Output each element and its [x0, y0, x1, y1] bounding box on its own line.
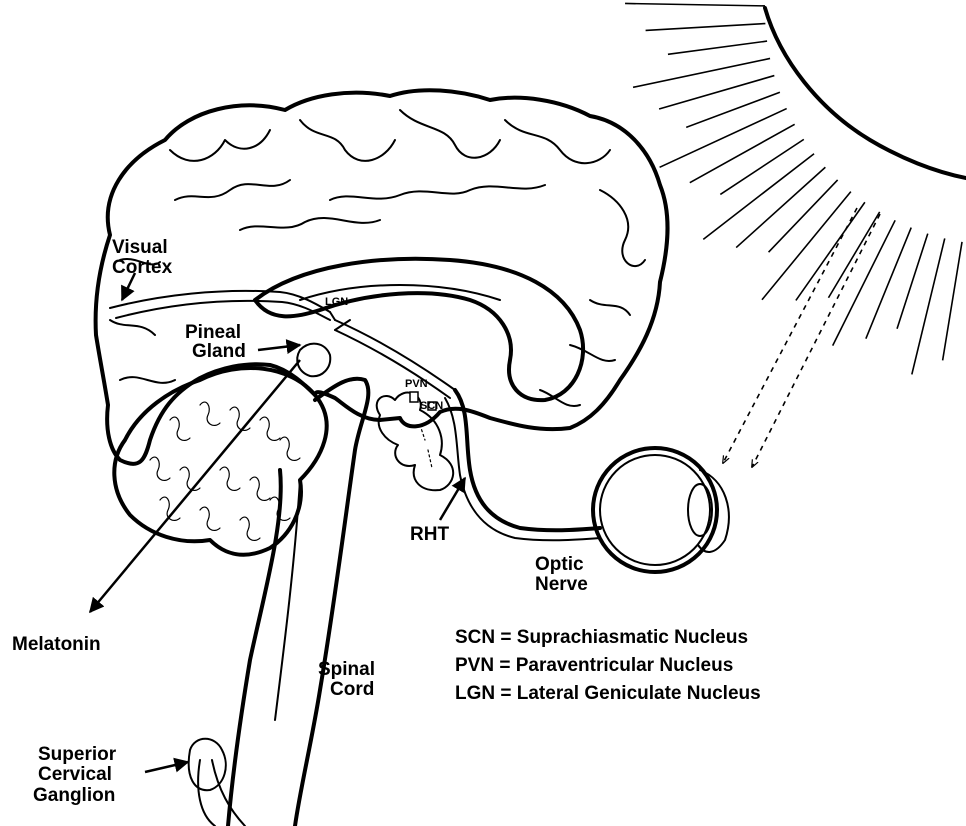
- cerebellum-fold: [280, 437, 300, 460]
- label-rht: RHT: [410, 524, 449, 545]
- label-spinal: Spinal: [318, 659, 375, 680]
- sun-icon: [625, 0, 966, 374]
- sun-ray: [912, 238, 945, 374]
- cerebellum-fold: [170, 417, 190, 440]
- cerebellum-fold: [240, 517, 260, 540]
- label-optic: Optic: [535, 554, 584, 575]
- cerebellum-fold: [200, 507, 220, 530]
- label-scn: SCN: [420, 400, 443, 412]
- legend-item: SCN = Suprachiasmatic Nucleus: [455, 627, 748, 648]
- cerebellum-fold: [220, 467, 240, 490]
- label-pineal-2: Gland: [192, 341, 246, 362]
- label-scg: Superior: [38, 744, 117, 765]
- label-melatonin: Melatonin: [12, 634, 101, 655]
- label-scg-2: Cervical: [38, 764, 112, 785]
- cerebellum-fold: [150, 457, 170, 480]
- label-pineal: Pineal: [185, 322, 241, 343]
- sun-ray: [660, 109, 787, 168]
- sun-ray: [659, 76, 774, 109]
- sun-ray: [690, 124, 795, 182]
- cerebellum-fold: [230, 407, 250, 430]
- sun-ray: [646, 24, 766, 31]
- label-visual-cortex: Visual: [112, 237, 168, 258]
- sun-ray: [943, 242, 962, 360]
- brain-outline: [96, 90, 668, 464]
- label-scg-3: Ganglion: [33, 785, 115, 806]
- sun-ray: [897, 234, 928, 329]
- sun-ray: [866, 228, 911, 339]
- label-spinal-2: Cord: [330, 679, 374, 700]
- cerebellum-fold: [250, 477, 270, 500]
- light-rays: [723, 208, 880, 467]
- sun-ray: [828, 212, 879, 298]
- cerebellum-fold: [260, 417, 280, 440]
- pvn-mark: [410, 392, 418, 402]
- pineal-gland: [297, 344, 330, 377]
- legend-item: PVN = Paraventricular Nucleus: [455, 655, 733, 676]
- sun-ray: [625, 3, 765, 5]
- spinal-cord: [228, 379, 368, 826]
- sun-ray: [668, 41, 767, 54]
- cerebellum: [114, 368, 326, 555]
- legend-item: LGN = Lateral Geniculate Nucleus: [455, 683, 761, 704]
- label-visual-cortex-2: Cortex: [112, 257, 173, 278]
- cerebellum-fold: [200, 402, 220, 425]
- eye-icon: [593, 448, 729, 572]
- sun-ray: [720, 139, 803, 194]
- legend: SCN = Suprachiasmatic Nucleus PVN = Para…: [455, 627, 761, 704]
- sun-ray: [769, 180, 838, 252]
- label-pvn: PVN: [405, 378, 428, 390]
- label-optic-2: Nerve: [535, 574, 588, 595]
- label-lgn: LGN: [325, 296, 348, 308]
- cerebellum-fold: [180, 467, 200, 490]
